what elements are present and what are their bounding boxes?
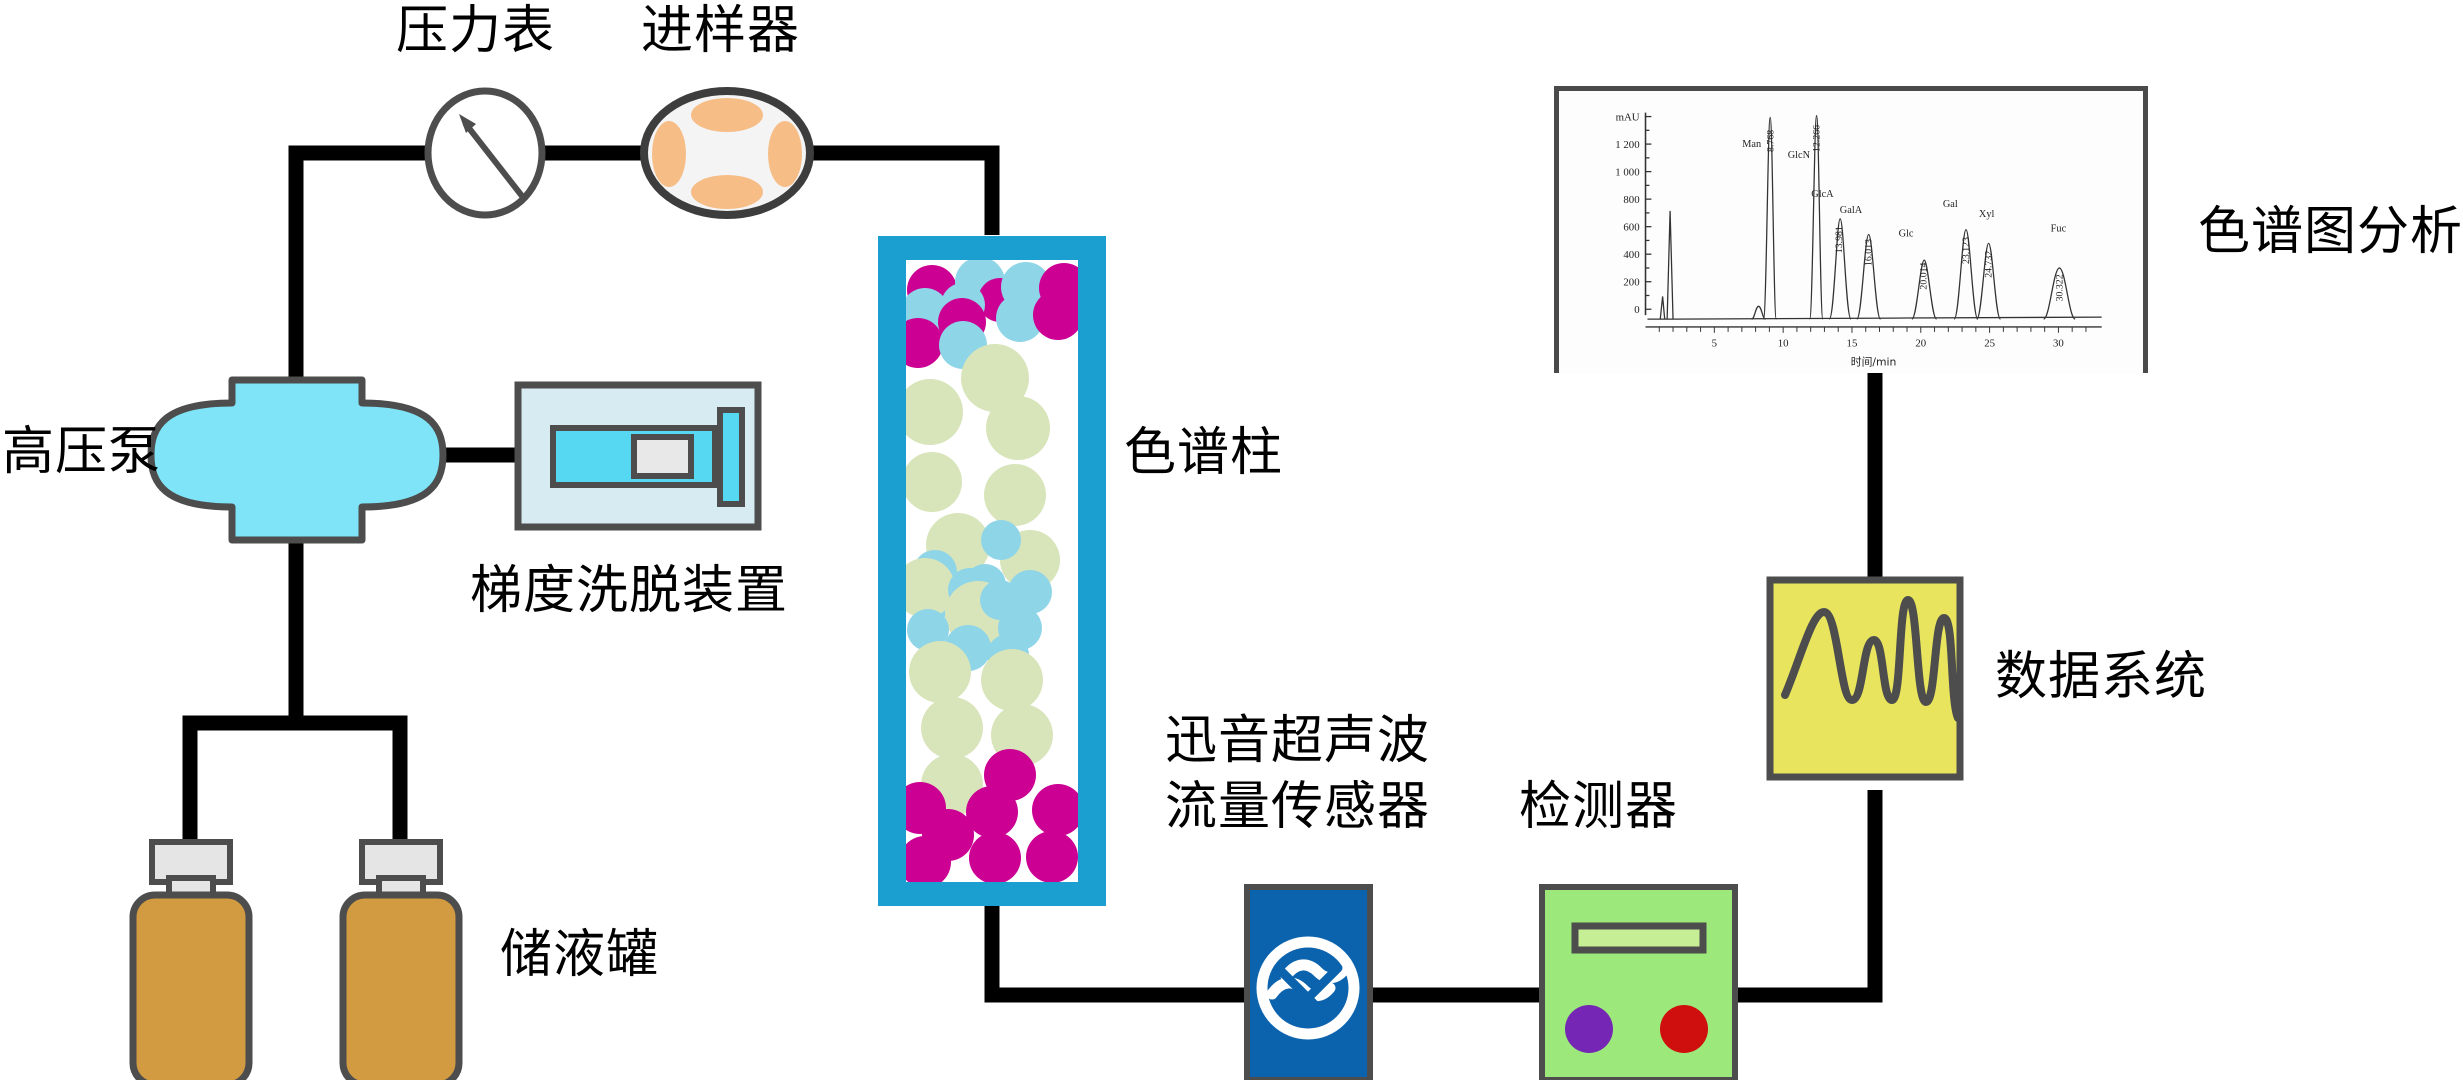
y-tick-600: 600 — [1623, 222, 1639, 234]
peak-rt-fuc: 30.322 — [2054, 274, 2065, 301]
y-tick-200: 200 — [1623, 277, 1639, 289]
x-tick-30: 30 — [2053, 338, 2064, 350]
data-system[interactable] — [1766, 576, 1964, 781]
label-solvent-reservoir: 储液罐 — [500, 925, 660, 985]
ultrasonic-flow-sensor[interactable] — [1244, 884, 1373, 1080]
chromatogram-analysis-chart[interactable]: mAU 1 200 1 000 800 600 400 200 0 — [1554, 86, 2148, 374]
peak-label-fuc: Fuc — [2051, 224, 2067, 235]
peak-label-glcn: GlcN — [1788, 150, 1811, 161]
label-injector: 进样器 — [641, 1, 801, 61]
chromatogram-plot: mAU 1 200 1 000 800 600 400 200 0 — [1559, 91, 2143, 374]
y-tick-800: 800 — [1623, 194, 1639, 206]
y-tick-0: 0 — [1634, 304, 1639, 316]
gradient-elution-device[interactable] — [514, 381, 762, 531]
injector-valve[interactable] — [640, 87, 814, 219]
peak-label-glca: GlcA — [1811, 189, 1834, 200]
chromatogram-trace — [1647, 114, 2102, 320]
peak-label-glc: Glc — [1899, 229, 1914, 240]
label-chromatography-column: 色谱柱 — [1124, 423, 1284, 483]
x-tick-25: 25 — [1984, 338, 1995, 350]
label-detector: 检测器 — [1519, 777, 1679, 837]
injector-port-right — [768, 121, 802, 187]
gradient-syringe-tip — [717, 407, 745, 507]
column-packing-beads — [906, 260, 1078, 882]
x-tick-5: 5 — [1712, 338, 1717, 350]
injector-port-top — [691, 98, 763, 132]
x-tick-15: 15 — [1847, 338, 1858, 350]
peak-rt-gala: 16.013 — [1864, 239, 1875, 266]
label-flow-sensor-line1: 迅音超声波 — [1165, 711, 1431, 771]
sensor-brand-logo-icon — [1256, 936, 1360, 1040]
pipe-injector-to-column — [810, 145, 1000, 235]
solvent-reservoir-bottle-b[interactable] — [339, 839, 463, 1080]
gradient-plunger — [631, 434, 694, 479]
pipe-pump-to-bottle-a — [182, 540, 304, 842]
solvent-reservoir-bottle-a[interactable] — [129, 839, 253, 1080]
peak-rt-glcn: 12.266 — [1812, 125, 1823, 152]
detector-led-purple — [1565, 1005, 1613, 1053]
x-tick-10: 10 — [1778, 338, 1789, 350]
peak-label-gal: Gal — [1943, 199, 1958, 210]
pipe-pump-to-gauge — [288, 145, 428, 380]
label-data-system: 数据系统 — [1995, 647, 2208, 707]
pressure-gauge[interactable] — [424, 87, 546, 219]
peak-rt-gal: 23.123 — [1961, 237, 1972, 264]
label-gradient-device: 梯度洗脱装置 — [470, 561, 789, 621]
detector[interactable] — [1539, 884, 1738, 1080]
y-axis-unit: mAU — [1616, 111, 1640, 123]
peak-rt-glc: 20.014 — [1919, 262, 1930, 289]
y-tick-400: 400 — [1623, 249, 1639, 261]
chromatography-column[interactable] — [878, 236, 1106, 906]
injector-port-left — [652, 121, 686, 187]
peak-label-man: Man — [1742, 139, 1761, 150]
injector-port-bottom — [691, 175, 763, 209]
pipe-pump-to-bottle-b — [296, 715, 408, 842]
peak-label-xyl: Xyl — [1979, 209, 1995, 220]
peak-label-gala: GalA — [1840, 205, 1863, 216]
y-tick-1200: 1 200 — [1615, 139, 1639, 151]
label-high-pressure-pump: 高压泵 — [2, 422, 162, 482]
peak-rt-xyl: 24.732 — [1984, 251, 1995, 278]
label-pressure-gauge: 压力表 — [396, 1, 556, 61]
data-system-trace-icon — [1781, 595, 1962, 722]
label-flow-sensor-line2: 流量传感器 — [1165, 777, 1431, 837]
peak-rt-man: 8.768 — [1765, 130, 1776, 152]
peak-rt-glca: 13.981 — [1834, 226, 1845, 253]
pipe-column-to-sensor — [984, 900, 1247, 1003]
x-tick-20: 20 — [1915, 338, 1926, 350]
gauge-needle-icon — [459, 114, 525, 198]
x-axis-label: 时间/min — [1851, 355, 1897, 368]
detector-display — [1571, 922, 1707, 954]
y-tick-1000: 1 000 — [1615, 167, 1639, 179]
high-pressure-pump[interactable] — [147, 376, 447, 544]
label-chromatogram-analysis: 色谱图分析 — [2198, 202, 2463, 262]
pipe-detector-to-datasystem — [1735, 790, 1883, 1003]
detector-led-red — [1660, 1005, 1708, 1053]
